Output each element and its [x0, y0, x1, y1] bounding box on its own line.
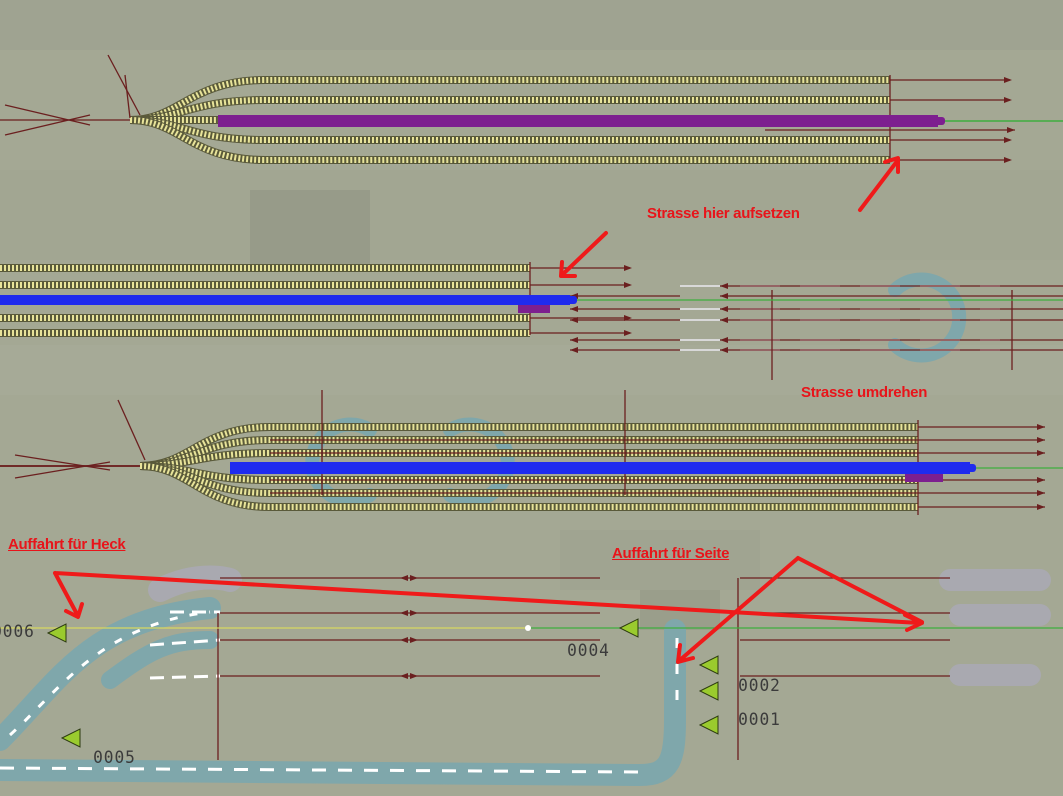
arrow-place-road-2: [559, 231, 608, 278]
blue-train-end: [962, 464, 976, 472]
marker-label-0006[interactable]: 0006: [0, 622, 35, 642]
spline-arrow: [720, 293, 728, 299]
annotation-flip-road: Strasse umdrehen: [801, 384, 928, 401]
marker-label-0002[interactable]: 0002: [738, 676, 781, 696]
track-s3: [139, 424, 918, 469]
track-s1: [129, 117, 890, 163]
spline-arrow: [400, 673, 408, 679]
spline-arrow: [1004, 97, 1012, 103]
terrain-patch: [0, 345, 1063, 395]
annotation-ramp-side: Auffahrt für Seite: [612, 545, 730, 562]
spline-arrow: [720, 306, 728, 312]
road-lane-marking: [8, 610, 211, 737]
spline-arrow: [1037, 477, 1045, 483]
terrain-patch: [0, 0, 1063, 50]
spline-arrow: [410, 673, 418, 679]
road-lane-marking: [149, 674, 221, 680]
spline-arrow: [570, 337, 578, 343]
road-branch: [101, 631, 219, 689]
spline-arrow: [720, 347, 728, 353]
track-s3-bed: [139, 423, 918, 470]
spline: [14, 454, 111, 471]
spline-arrow: [1037, 504, 1045, 510]
arrow-place-road-1: [858, 156, 900, 212]
vehicles-layer: [0, 115, 976, 482]
road-loop-s2: [888, 272, 967, 363]
blue-train: [0, 295, 570, 305]
spline-arrow: [624, 282, 632, 288]
road-lane-marking: [149, 638, 221, 647]
purple-train: [218, 115, 938, 127]
marker-label-0004[interactable]: 0004: [567, 641, 610, 661]
spline-arrow: [400, 637, 408, 643]
road-ramp-rear: [0, 597, 221, 751]
spline-arrow: [1037, 424, 1045, 430]
terrain-patch: [0, 170, 1063, 260]
spline-arrow: [570, 347, 578, 353]
signal-triangle-icon: [698, 655, 719, 675]
spline-arrow: [570, 317, 578, 323]
spline: [14, 461, 111, 479]
terrain-background: [0, 0, 1063, 590]
arrow-ramp-rear: [53, 571, 924, 632]
spline-node: [525, 625, 531, 631]
spline-arrow: [400, 575, 408, 581]
spline-arrow: [720, 317, 728, 323]
spline: [4, 104, 91, 126]
spline-arrow: [1037, 437, 1045, 443]
spline-arrow: [1037, 450, 1045, 456]
terrain-patch: [250, 190, 370, 270]
purple-train-end: [930, 117, 945, 125]
marker-label-0005[interactable]: 0005: [93, 748, 136, 768]
blue-train: [230, 462, 970, 474]
blue-train-end: [565, 296, 577, 304]
signal-triangle-icon: [698, 715, 719, 735]
signals-layer: [46, 618, 719, 748]
purple-wagon: [905, 474, 943, 482]
spline-arrow: [624, 330, 632, 336]
annotation-arrows: [53, 156, 924, 664]
spline: [4, 114, 91, 136]
terrain-patch: [560, 530, 760, 590]
signal-triangle-icon: [698, 681, 719, 701]
road-lane-marking: [0, 766, 641, 774]
track-s3: [139, 463, 918, 510]
spline: [107, 54, 141, 116]
spline-arrow: [1004, 137, 1012, 143]
spline-arrow: [410, 610, 418, 616]
annotation-place-road: Strasse hier aufsetzen: [647, 205, 800, 222]
spline: [124, 74, 131, 119]
tracks-layer: [0, 76, 918, 511]
splines-layer: [0, 54, 1063, 760]
annotation-ramp-rear: Auffahrt für Heck: [8, 536, 126, 553]
arrow-ramp-side: [676, 556, 924, 664]
spline-arrow: [400, 610, 408, 616]
signal-triangle-icon: [60, 728, 81, 748]
spline-arrow: [1037, 490, 1045, 496]
signal-triangle-icon: [618, 618, 639, 638]
spline-arrow: [1007, 127, 1015, 133]
spline-arrow: [624, 265, 632, 271]
spline-arrow: [1004, 77, 1012, 83]
spline-arrow: [720, 337, 728, 343]
marker-label-0001[interactable]: 0001: [738, 710, 781, 730]
road-gray-s4: [148, 565, 242, 602]
spline: [117, 399, 146, 461]
spline-arrow: [410, 637, 418, 643]
road-gray-right: [939, 569, 1051, 686]
spline-arrow: [410, 575, 418, 581]
spline-arrow: [570, 306, 578, 312]
signal-triangle-icon: [46, 623, 67, 643]
purple-wagon: [518, 305, 550, 313]
spline-arrow: [720, 283, 728, 289]
spline-arrow: [1004, 157, 1012, 163]
road-ramp-side: [0, 619, 686, 787]
